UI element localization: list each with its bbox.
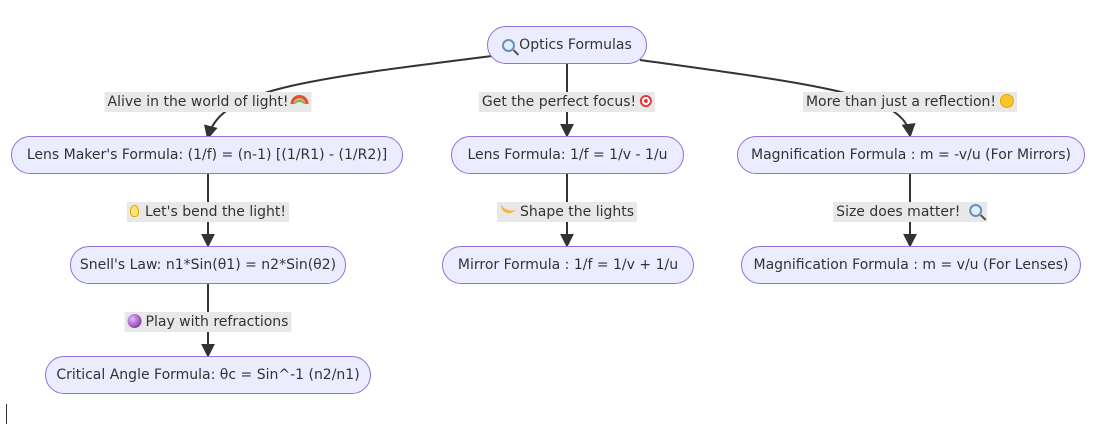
crystal-ball-icon [127,314,142,328]
target-icon [640,95,653,107]
magnifier-icon [502,38,516,52]
edge-label-shape-lights: Shape the lights [496,200,638,222]
edge-root-lens-maker [204,54,501,140]
magnifier-icon [968,204,982,217]
edge-label-bend-light: Let's bend the light! [126,202,290,222]
edge-label-perfect-focus: Get the perfect focus! [478,92,656,112]
edge-label-refractions: Play with refractions [124,312,292,332]
text-cursor [6,404,7,424]
edge-label-reflection: More than just a reflection! [802,92,1018,112]
edge-label-alive: Alive in the world of light! [104,92,312,112]
node-optics-formulas[interactable]: Optics Formulas [487,26,647,64]
node-lens-formula[interactable]: Lens Formula: 1/f = 1/v - 1/u [451,136,684,174]
light-bulb-icon [129,205,139,217]
node-snells-law[interactable]: Snell's Law: n1*Sin(θ1) = n2*Sin(θ2) [70,246,346,284]
node-magnification-lenses[interactable]: Magnification Formula : m = v/u (For Len… [741,246,1081,284]
sun-icon [1000,94,1015,108]
node-lens-makers-formula[interactable]: Lens Maker's Formula: (1/f) = (n-1) [(1/… [11,136,403,174]
edge-label-size-matters: Size does matter! [833,202,987,222]
node-magnification-mirrors[interactable]: Magnification Formula : m = -v/u (For Mi… [737,136,1085,174]
node-critical-angle[interactable]: Critical Angle Formula: θc = Sin^-1 (n2/… [45,356,371,394]
rainbow-icon [290,95,309,104]
edge-root-magnification-mirrors [639,59,916,138]
node-mirror-formula[interactable]: Mirror Formula : 1/f = 1/v + 1/u [442,246,694,284]
light-ray-icon [498,200,518,216]
